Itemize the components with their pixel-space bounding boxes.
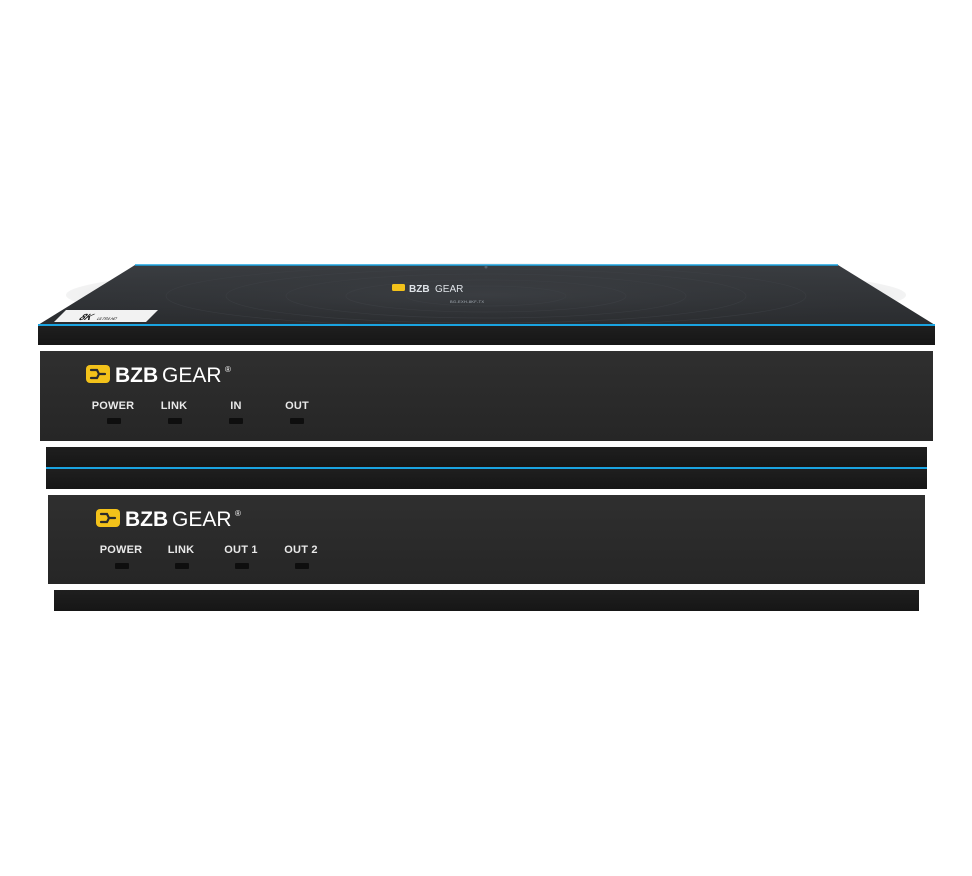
logo-icon <box>96 509 120 527</box>
indicator-out-2: OUT 2 <box>284 544 318 569</box>
indicator-label: OUT 2 <box>284 544 317 556</box>
top-model-text: BG-EXH-8KF-TX <box>450 299 484 304</box>
transmitter-bottom-lip <box>46 447 927 467</box>
top-surface-ripple <box>66 263 906 327</box>
indicator-label: POWER <box>100 544 143 556</box>
brand-name-bold: BZB <box>115 364 158 387</box>
receiver-front-panel <box>48 495 925 584</box>
led-power <box>107 418 121 424</box>
8k-badge-main: 8K <box>76 313 97 323</box>
led-out <box>290 418 304 424</box>
8k-badge-sub: ULTRA HD <box>94 317 119 322</box>
transmitter-unit: BZB GEAR BG-EXH-8KF-TX 8K ULTRA HD BZB <box>38 263 935 469</box>
indicator-link: LINK <box>161 400 187 424</box>
top-brand-light: GEAR <box>435 284 463 295</box>
transmitter-stripe-top <box>38 345 935 351</box>
indicator-label: LINK <box>168 544 194 556</box>
receiver-stripe-top <box>46 489 927 495</box>
receiver-top-band <box>46 469 927 489</box>
indicator-label: LINK <box>161 400 187 412</box>
brand-name-light: GEAR <box>172 508 232 531</box>
indicator-out-1: OUT 1 <box>224 544 258 569</box>
led-power <box>115 563 129 569</box>
indicator-label: OUT 1 <box>224 544 257 556</box>
indicator-power: POWER <box>92 400 135 424</box>
indicator-link: LINK <box>168 544 194 569</box>
receiver-unit: BZB GEAR ® POWER LINK OUT 1 OUT 2 <box>46 469 927 611</box>
logo-icon <box>86 365 110 383</box>
indicator-in: IN <box>229 400 243 424</box>
indicator-label: POWER <box>92 400 135 412</box>
transmitter-front-panel <box>40 351 933 441</box>
led-link <box>168 418 182 424</box>
top-brand-bold: BZB <box>409 284 430 295</box>
indicator-label: IN <box>230 400 241 412</box>
registered-mark: ® <box>235 509 241 518</box>
top-logo-icon <box>392 284 405 291</box>
brand-name-light: GEAR <box>162 364 222 387</box>
indicator-power: POWER <box>100 544 143 569</box>
led-in <box>229 418 243 424</box>
brand-name-bold: BZB <box>125 508 168 531</box>
receiver-indicators: POWER LINK OUT 1 OUT 2 <box>100 544 318 569</box>
transmitter-top-band <box>38 326 935 345</box>
transmitter-stripe-bottom <box>38 441 935 447</box>
registered-mark: ® <box>225 365 231 374</box>
indicator-label: OUT <box>285 400 309 412</box>
top-brand-logo: BZB GEAR BG-EXH-8KF-TX <box>392 284 484 304</box>
transmitter-indicators: POWER LINK IN OUT <box>92 400 309 424</box>
top-indicator-dot <box>484 265 488 269</box>
led-out-2 <box>295 563 309 569</box>
led-link <box>175 563 189 569</box>
indicator-out: OUT <box>285 400 309 424</box>
receiver-bottom-lip <box>54 590 919 611</box>
transmitter-brand-logo: BZB GEAR ® <box>86 364 231 387</box>
8k-badge: 8K ULTRA HD <box>54 310 158 322</box>
led-out-1 <box>235 563 249 569</box>
receiver-stripe-bottom <box>46 584 927 590</box>
receiver-brand-logo: BZB GEAR ® <box>96 508 241 531</box>
